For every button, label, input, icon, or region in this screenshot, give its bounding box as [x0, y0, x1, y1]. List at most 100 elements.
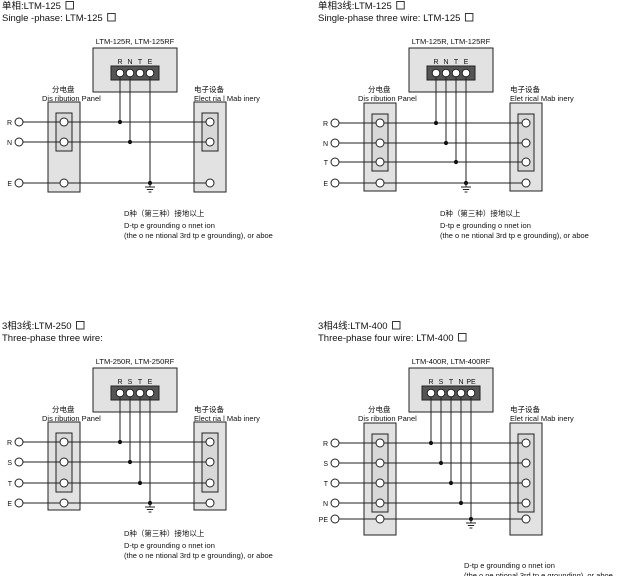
ground-symbol [461, 183, 471, 193]
plug-pin [115, 68, 125, 78]
title-checkbox [65, 1, 74, 10]
ground-caption-en-2: (the o ne ntional 3rd tp e grounding), o… [124, 231, 273, 240]
plug-pin [441, 68, 451, 78]
line-label: N [7, 140, 12, 147]
line-label: R [323, 441, 328, 448]
panel-label-cn: 分电盘 [52, 404, 75, 414]
equipment-label-cn: 电子设备 [194, 84, 224, 94]
line-terminal [14, 478, 24, 488]
junction-dot [443, 140, 449, 146]
ground-caption-en-2: (the o ne ntional 3rd tp e grounding), o… [464, 571, 613, 576]
plug-pin [125, 388, 135, 398]
junction-dot [117, 439, 123, 445]
model-label: LTM-125R, LTM-125RF [96, 37, 175, 46]
plug-pin-label: T [138, 379, 143, 386]
panel-terminal [375, 118, 385, 128]
plug-pin [426, 388, 436, 398]
plug-pin [456, 388, 466, 398]
plug-pin [145, 388, 155, 398]
panel-terminal [375, 178, 385, 188]
plug-pin-label: R [117, 59, 122, 66]
junction-dot [438, 460, 444, 466]
line-terminal [330, 458, 340, 468]
machinery-terminal [521, 178, 531, 188]
junction-dot [147, 500, 153, 506]
line-terminal [330, 118, 340, 128]
title-checkbox [464, 13, 474, 22]
machinery-terminal [521, 478, 531, 488]
ground-caption-cn: D种（第三种）接地以上 [124, 208, 205, 218]
plug-pin [145, 68, 155, 78]
plug-pin-label: E [464, 59, 469, 66]
diagram-title-cn: 单相3线:LTM-125 [318, 0, 392, 12]
diagram-title-en: Single-phase three wire: LTM-125 [318, 13, 460, 24]
plug-pin [466, 388, 476, 398]
title-checkbox [76, 321, 85, 330]
line-terminal [330, 157, 340, 167]
ground-caption-cn: D种（第三种）接地以上 [440, 208, 521, 218]
panel-terminal [375, 514, 385, 524]
plug-pin-label: E [148, 379, 153, 386]
line-label: T [8, 481, 13, 488]
ground-caption-en: D-tp e grounding o nnet ion [440, 221, 531, 230]
plug-pin-label: S [439, 379, 444, 386]
equipment-label-cn: 电子设备 [510, 404, 540, 414]
plug-pin-label: R [433, 59, 438, 66]
diagram-title-en: Three-phase four wire: LTM-400 [318, 333, 454, 344]
title-checkbox [107, 13, 116, 22]
junction-dot [117, 119, 123, 125]
line-terminal [14, 498, 24, 508]
ground-caption-en: D-tp e grounding o nnet ion [124, 541, 215, 550]
plug-pin [431, 68, 441, 78]
plug-pin-label: S [128, 379, 133, 386]
title-checkbox [396, 1, 405, 10]
plug-pin [135, 388, 145, 398]
panel-terminal [59, 478, 69, 488]
panel-terminal [375, 498, 385, 508]
line-terminal [330, 478, 340, 488]
machinery-terminal [521, 498, 531, 508]
plug-pin-label: N [443, 59, 448, 66]
line-terminal [14, 117, 24, 127]
panel-terminal [375, 458, 385, 468]
machinery-terminal [205, 437, 215, 447]
machinery-terminal [205, 117, 215, 127]
junction-dot [458, 500, 464, 506]
line-terminal [330, 438, 340, 448]
panel-terminal [375, 478, 385, 488]
panel-terminal [59, 137, 69, 147]
machinery-terminal-strip [517, 433, 535, 513]
panel-terminal [375, 138, 385, 148]
line-label: S [323, 461, 328, 468]
title-checkbox [392, 321, 401, 330]
plug-pin-label: R [428, 379, 433, 386]
ground-caption-en: D-tp e grounding o nnet ion [124, 221, 215, 230]
plug-pin-label: N [458, 379, 463, 386]
line-terminal [14, 437, 24, 447]
diagram-title-en: Single -phase: LTM-125 [2, 13, 103, 24]
plug-pin [115, 388, 125, 398]
model-label: LTM-400R, LTM-400RF [412, 357, 491, 366]
line-label: N [323, 501, 328, 508]
line-terminal [330, 178, 340, 188]
plug-connector [110, 65, 160, 81]
equipment-label-en: Elet rical Mab inery [510, 94, 574, 103]
line-terminal [14, 457, 24, 467]
line-label: PE [319, 517, 329, 524]
panel-terminal [59, 178, 69, 188]
equipment-label-cn: 电子设备 [194, 404, 224, 414]
equipment-label-en: Elect ria l Mab inery [194, 94, 260, 103]
line-label: R [7, 440, 12, 447]
plug-pin [451, 68, 461, 78]
line-label: E [7, 501, 12, 508]
panel-terminal [59, 437, 69, 447]
diagram-title-cn: 3相3线:LTM-250 [2, 320, 72, 332]
diagram-title-cn: 单相:LTM-125 [2, 0, 61, 12]
line-label: R [7, 120, 12, 127]
line-label: T [324, 481, 329, 488]
equipment-label-en: Elet rical Mab inery [510, 414, 574, 423]
